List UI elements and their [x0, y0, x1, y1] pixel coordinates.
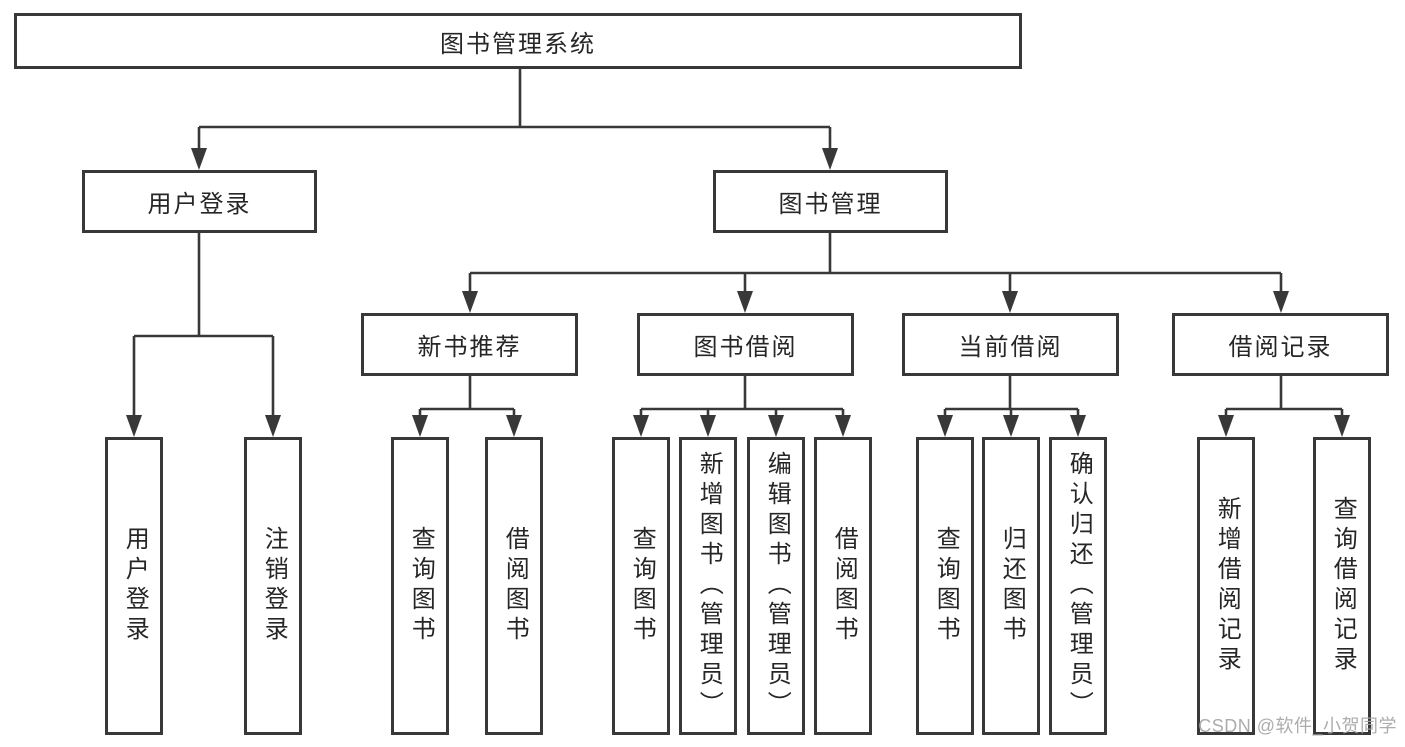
- leaf-bb-borrow-books: 借阅图书: [814, 437, 872, 735]
- node-new-book-recommend-label: 新书推荐: [417, 334, 522, 361]
- leaf-bb-add-books-admin-label: 新增图书（管理员）: [695, 451, 723, 721]
- leaf-bb-query-books-label: 查询图书: [628, 526, 656, 646]
- leaf-bb-edit-books-admin: 编辑图书（管理员）: [747, 437, 805, 735]
- leaf-cb-confirm-return-admin-label: 确认归还（管理员）: [1065, 451, 1093, 721]
- leaf-nbr-query-books-label: 查询图书: [407, 526, 435, 646]
- leaf-bb-query-books: 查询图书: [612, 437, 670, 735]
- leaf-nbr-borrow-books: 借阅图书: [485, 437, 543, 735]
- leaf-bb-edit-books-admin-label: 编辑图书（管理员）: [763, 451, 791, 721]
- node-book-borrow-label: 图书借阅: [693, 334, 798, 361]
- leaf-br-add-record: 新增借阅记录: [1197, 437, 1255, 735]
- node-user-login-label: 用户登录: [147, 191, 252, 218]
- leaf-user-login-label: 用户登录: [121, 526, 149, 646]
- leaf-cb-return-books-label: 归还图书: [998, 526, 1026, 646]
- node-user-login: 用户登录: [82, 170, 317, 233]
- leaf-cb-query-books-label: 查询图书: [932, 526, 960, 646]
- leaf-logout-label: 注销登录: [260, 526, 288, 646]
- leaf-bb-add-books-admin: 新增图书（管理员）: [679, 437, 737, 735]
- csdn-watermark: CSDN @软件_小贺同学: [1198, 716, 1397, 736]
- leaf-cb-confirm-return-admin: 确认归还（管理员）: [1049, 437, 1107, 735]
- node-book-management-label: 图书管理: [778, 191, 883, 218]
- node-new-book-recommend: 新书推荐: [361, 313, 578, 376]
- node-current-borrow-label: 当前借阅: [958, 334, 1063, 361]
- leaf-logout: 注销登录: [244, 437, 302, 735]
- leaf-nbr-borrow-books-label: 借阅图书: [501, 526, 529, 646]
- node-root-system: 图书管理系统: [14, 13, 1022, 69]
- node-book-management: 图书管理: [713, 170, 948, 233]
- leaf-cb-return-books: 归还图书: [982, 437, 1040, 735]
- node-borrow-records: 借阅记录: [1172, 313, 1389, 376]
- leaf-nbr-query-books: 查询图书: [391, 437, 449, 735]
- node-root-label: 图书管理系统: [440, 30, 596, 58]
- leaf-br-query-record: 查询借阅记录: [1313, 437, 1371, 735]
- arrowhead-icons: [126, 148, 1350, 437]
- leaf-user-login: 用户登录: [105, 437, 163, 735]
- leaf-br-query-record-label: 查询借阅记录: [1329, 496, 1357, 676]
- node-borrow-records-label: 借阅记录: [1228, 334, 1333, 361]
- leaf-bb-borrow-books-label: 借阅图书: [830, 526, 858, 646]
- node-current-borrow: 当前借阅: [902, 313, 1119, 376]
- leaf-cb-query-books: 查询图书: [916, 437, 974, 735]
- leaf-br-add-record-label: 新增借阅记录: [1213, 496, 1241, 676]
- node-book-borrow: 图书借阅: [637, 313, 854, 376]
